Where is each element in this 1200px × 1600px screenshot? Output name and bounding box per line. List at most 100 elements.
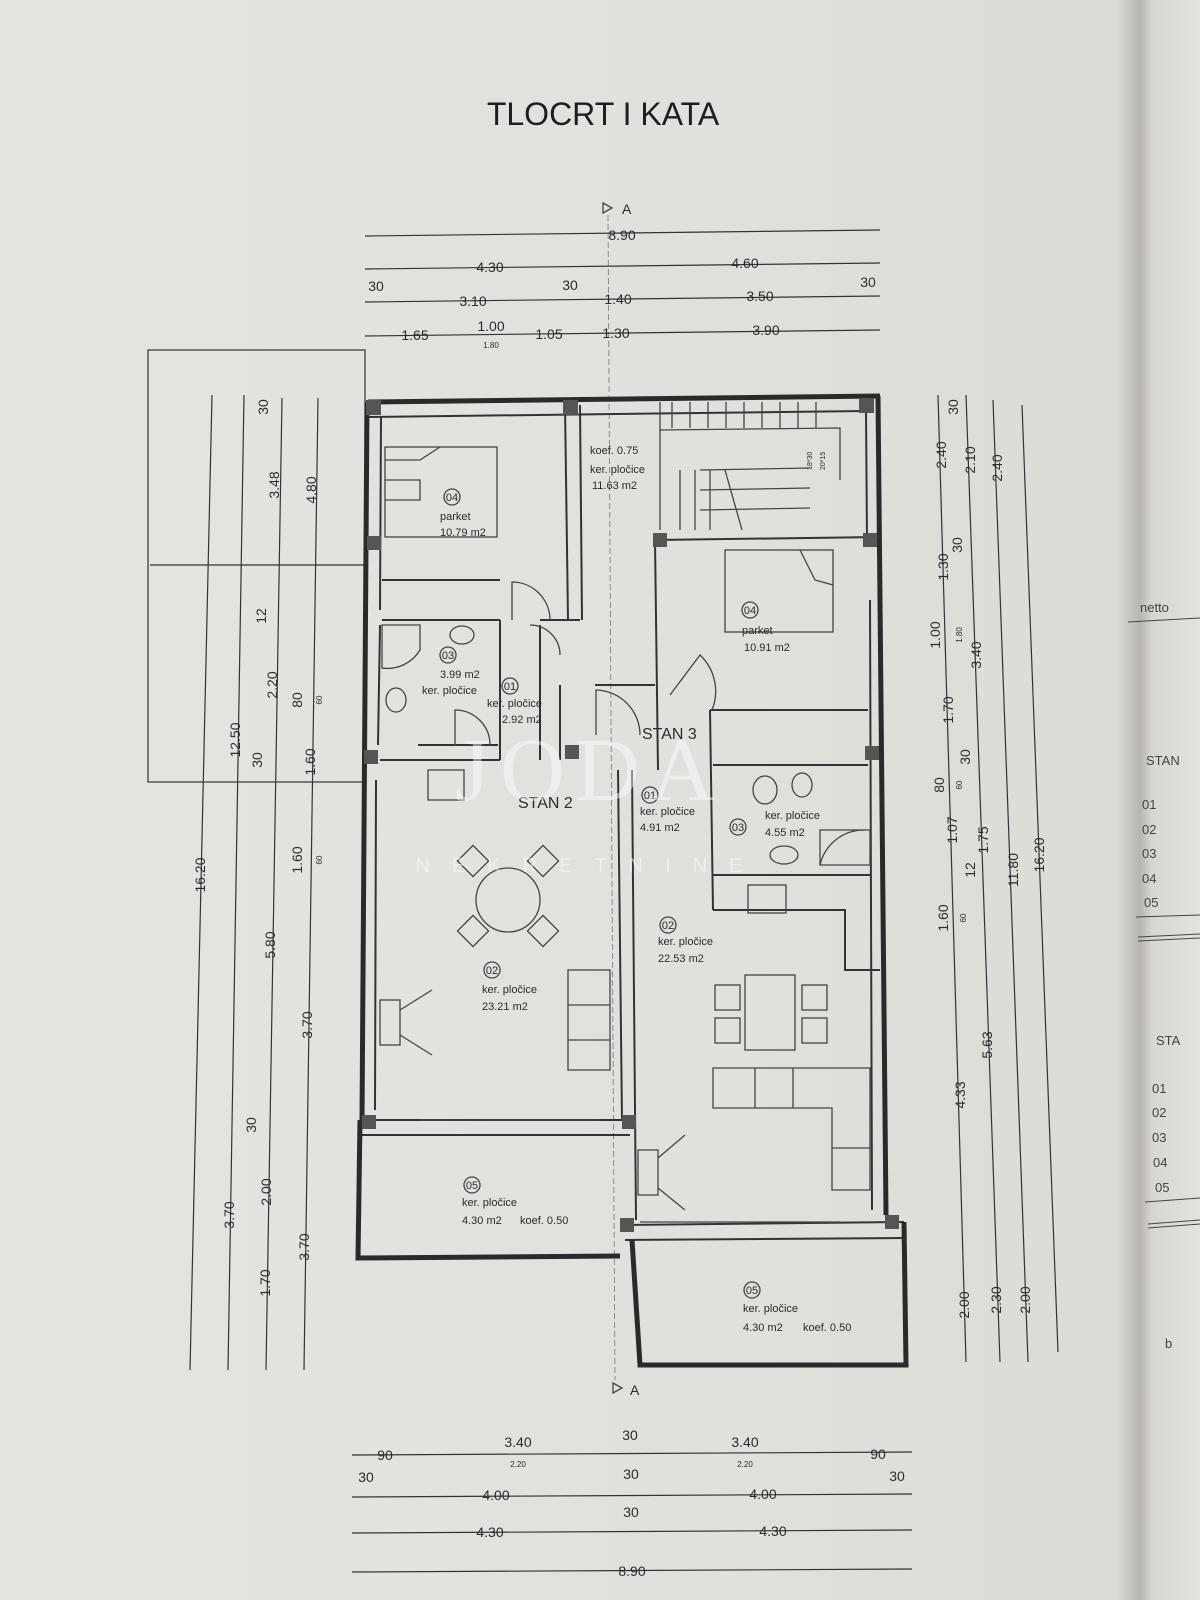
drawing-label: 4.30 bbox=[476, 1524, 503, 1540]
drawing-label: 05 bbox=[466, 1180, 478, 1192]
drawing-label: 03 bbox=[442, 650, 454, 662]
drawing-label: 1.00 bbox=[477, 318, 504, 334]
drawing-label: 30 bbox=[889, 1468, 905, 1484]
drawing-label: 2.20 bbox=[510, 1460, 526, 1469]
room-label-bathroom-stan3: 03 ker. pločice 4.55 m2 bbox=[729, 810, 820, 839]
room-label-hall-stan2: 01 ker. pločice 2.92 m2 bbox=[487, 677, 542, 726]
drawing-label: koef. 0.50 bbox=[803, 1322, 851, 1334]
drawing-label: 4.60 bbox=[731, 255, 758, 271]
room-label-stairwell: koef. 0.75 ker. pločice 11.63 m2 bbox=[590, 445, 645, 492]
dimensions-bottom: 90 3.40 2.20 30 3.40 2.20 90 30 4.00 30 … bbox=[351, 1427, 913, 1579]
room-label-balcony-stan2: 05 ker. pločice 4.30 m2 koef. 0.50 bbox=[462, 1176, 568, 1227]
drawing-label: 05 bbox=[1155, 1180, 1169, 1195]
drawing-label: ker. pločice bbox=[462, 1197, 517, 1209]
apartment-label-stan3: STAN 3 bbox=[642, 726, 697, 743]
dimension-label: 3.48 bbox=[266, 471, 282, 498]
drawing-label: 4.30 m2 bbox=[743, 1322, 783, 1334]
stair-label-b: 20*15 bbox=[820, 452, 827, 470]
watermark-logo: JODA bbox=[455, 721, 725, 820]
dimension-label: 30 bbox=[949, 537, 965, 553]
dimension-label: 1.07 bbox=[944, 816, 960, 843]
drawing-label: koef. 0.75 bbox=[590, 445, 638, 457]
dimension-label: 60 bbox=[955, 780, 964, 789]
dimension-label: 30 bbox=[957, 749, 973, 765]
dimension-label: 12.50 bbox=[227, 722, 243, 757]
drawing-label: 05 bbox=[746, 1285, 758, 1297]
dimension-label: 4.80 bbox=[303, 476, 319, 503]
drawing-label: 04 bbox=[744, 605, 756, 617]
drawing-label: 30 bbox=[623, 1504, 639, 1520]
drawing-label: A bbox=[630, 1382, 640, 1398]
room-label-hall-stan3: 01 ker. pločice 4.91 m2 bbox=[640, 786, 695, 834]
drawing-label: 22.53 m2 bbox=[658, 953, 704, 965]
section-marker-top: A bbox=[602, 201, 632, 217]
dimension-label: 1.70 bbox=[940, 696, 956, 723]
dimension-label: 5.63 bbox=[979, 1031, 995, 1058]
room-label-bathroom-stan2: 03 3.99 m2 ker. pločice bbox=[422, 646, 480, 697]
drawing-label: netto bbox=[1140, 600, 1169, 615]
dimension-label: 16.20 bbox=[1031, 837, 1047, 872]
dimension-label: 1.80 bbox=[955, 627, 964, 643]
drawing-label: 05 bbox=[1144, 895, 1158, 910]
dimensions-top: 8.90 4.30 4.60 30 3.10 30 1.40 3.50 30 1… bbox=[364, 227, 881, 350]
dimension-label: 30 bbox=[255, 399, 271, 415]
drawing-label: 8.90 bbox=[618, 1563, 645, 1579]
dimension-label: 5.80 bbox=[262, 931, 278, 958]
drawing-label: ker. pločice bbox=[743, 1303, 798, 1315]
drawing-label: 4.91 m2 bbox=[640, 822, 680, 834]
drawing-label: 03 bbox=[1142, 846, 1156, 861]
dimension-label: 1.70 bbox=[257, 1269, 273, 1296]
drawing-label: ker. pločice bbox=[640, 806, 695, 818]
dimension-label: 1.75 bbox=[975, 826, 991, 853]
drawing-label: 30 bbox=[358, 1469, 374, 1485]
drawing-label: 1.40 bbox=[604, 291, 631, 307]
drawing-label: 3.40 bbox=[504, 1434, 531, 1450]
dimension-label: 16.20 bbox=[192, 857, 208, 892]
drawing-label: 3.99 m2 bbox=[440, 669, 480, 681]
drawing-label: 30 bbox=[623, 1466, 639, 1482]
drawing-label: ker. pločice bbox=[422, 685, 477, 697]
drawing-label: 30 bbox=[860, 274, 876, 290]
drawing-label: 10.79 m2 bbox=[440, 527, 486, 539]
dimension-label: 2.00 bbox=[1017, 1286, 1033, 1313]
drawing-label: b bbox=[1165, 1336, 1172, 1351]
watermark-subtitle: NEKRETNINE bbox=[416, 855, 765, 877]
drawing-label: 23.21 m2 bbox=[482, 1001, 528, 1013]
dimension-label: 2.40 bbox=[933, 441, 949, 468]
dimension-label: 30 bbox=[243, 1117, 259, 1133]
drawing-label: 4.00 bbox=[749, 1486, 776, 1502]
drawing-label: 01 bbox=[1152, 1081, 1166, 1096]
dimension-label: 1.00 bbox=[927, 621, 943, 648]
drawing-label: 2.20 bbox=[737, 1460, 753, 1469]
dimension-label: 60 bbox=[959, 913, 968, 922]
dimension-label: 60 bbox=[315, 695, 324, 704]
drawing-label: 30 bbox=[622, 1427, 638, 1443]
drawing-label: 2.92 m2 bbox=[502, 714, 542, 726]
dimensions-right: 2.40 1.30 1.00 1.80 1.70 80 60 1.07 1.60… bbox=[927, 394, 1059, 1363]
apartment-label-stan2: STAN 2 bbox=[518, 795, 573, 812]
dimension-label: 3.70 bbox=[221, 1201, 237, 1228]
drawing-label: 03 bbox=[732, 822, 744, 834]
drawing-label: koef. 0.50 bbox=[520, 1215, 568, 1227]
dimension-label: 12 bbox=[962, 862, 978, 878]
furniture bbox=[379, 446, 871, 1223]
drawing-label: ker. pločice bbox=[487, 698, 542, 710]
room-label-balcony-stan3: 05 ker. pločice 4.30 m2 koef. 0.50 bbox=[743, 1281, 851, 1334]
drawing-label: 02 bbox=[1142, 822, 1156, 837]
room-label-living-stan3: 02 ker. pločice 22.53 m2 bbox=[658, 916, 713, 965]
drawing-label: 10.91 m2 bbox=[744, 642, 790, 654]
dimensions-left: 16.20 12.50 3.70 30 3.48 12 2.20 30 5.80… bbox=[147, 349, 366, 1371]
section-marker-bottom: A bbox=[612, 1381, 640, 1398]
drawing-label: 3.90 bbox=[752, 322, 779, 338]
dimension-label: 80 bbox=[931, 777, 947, 793]
drawing-label: parket bbox=[742, 625, 773, 637]
drawing-label: parket bbox=[440, 511, 471, 523]
dimension-label: 2.10 bbox=[962, 446, 978, 473]
drawing-label: 11.63 m2 bbox=[592, 480, 637, 492]
drawing-label: 02 bbox=[486, 965, 498, 977]
drawing-label: 3.10 bbox=[459, 293, 486, 309]
dimension-label: 60 bbox=[315, 855, 324, 864]
drawing-label: 90 bbox=[377, 1447, 393, 1463]
drawing-label: 02 bbox=[1152, 1105, 1166, 1120]
